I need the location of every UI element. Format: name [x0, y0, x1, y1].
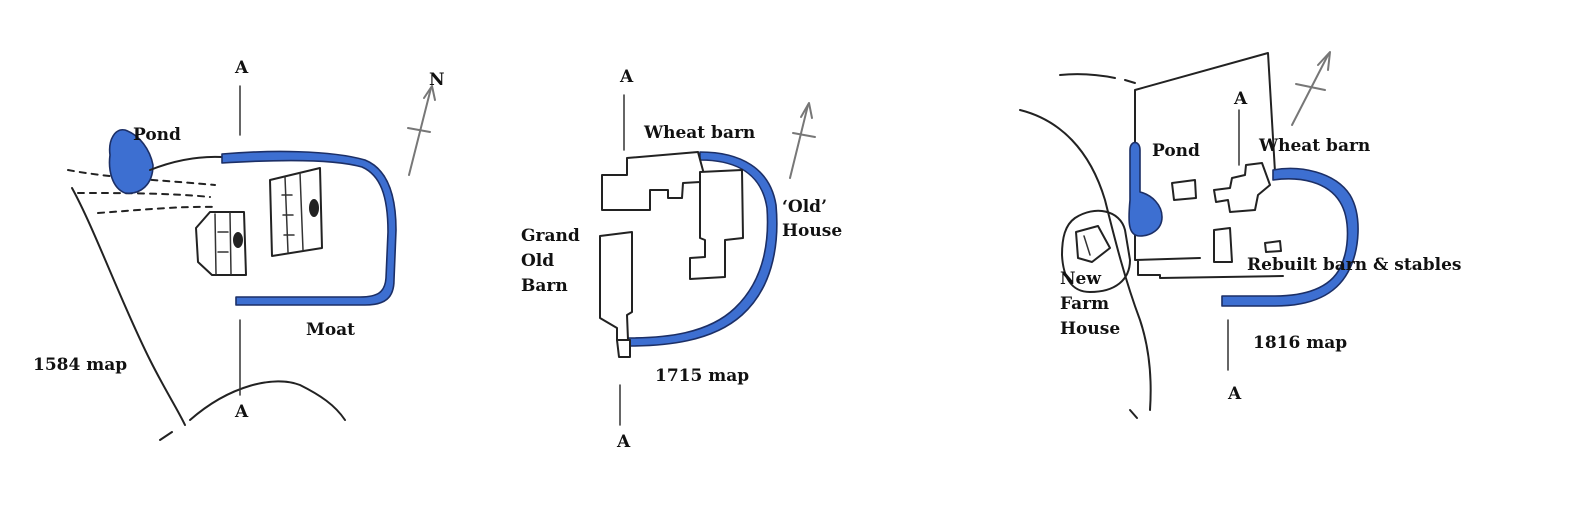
section-label-top: A [234, 58, 249, 78]
old-house-label-line2: House [782, 221, 842, 241]
field-boundary-top [1059, 73, 1136, 84]
rebuilt-barn-label: Rebuilt barn & stables [1247, 255, 1461, 275]
section-label-top: A [619, 67, 634, 87]
moat [1221, 167, 1359, 307]
old-house-building [689, 169, 744, 280]
wheat-barn-label: Wheat barn [1258, 136, 1370, 156]
new-farm-house-label-line2: Farm [1060, 294, 1109, 314]
section-label-bottom: A [1227, 384, 1242, 404]
track-line [97, 205, 216, 214]
grand-old-barn-building [599, 231, 633, 341]
building-east [269, 167, 323, 257]
wheat-barn-label: Wheat barn [643, 123, 755, 143]
map-1715: A A Wheat barn ‘Old’ House Grand Old Bar… [521, 67, 842, 452]
track-line [1129, 409, 1138, 419]
pond [108, 129, 154, 194]
field-boundary-bottom [159, 380, 346, 441]
map-1816: A A Pond Wheat barn Rebuilt barn & stabl… [1019, 51, 1461, 419]
pond-label: Pond [1152, 141, 1200, 161]
track-line [77, 192, 211, 198]
farm-house-detail [1083, 235, 1091, 256]
map-caption: 1816 map [1253, 333, 1347, 353]
rebuilt-barn-building [1213, 227, 1233, 263]
map-caption: 1584 map [33, 355, 127, 375]
wheat-barn-building [601, 151, 706, 211]
field-boundary [71, 187, 186, 426]
new-farm-house-label-line1: New [1060, 269, 1101, 289]
new-farm-house-label-line3: House [1060, 319, 1120, 339]
section-label-top: A [1233, 89, 1248, 109]
map-caption: 1715 map [655, 366, 749, 386]
wheat-barn-building [1213, 162, 1271, 213]
moat [221, 150, 397, 306]
north-arrow-icon [407, 85, 436, 176]
section-label-bottom: A [234, 402, 249, 422]
small-building [1171, 179, 1197, 201]
building-west [195, 211, 247, 276]
new-farm-house-building [1075, 225, 1111, 263]
old-house-label-line1: ‘Old’ [782, 197, 827, 217]
track-line [67, 169, 216, 186]
grand-old-barn-label-line3: Barn [521, 276, 568, 296]
north-label: N [429, 70, 445, 90]
farm-enclosure [1061, 209, 1131, 293]
stables-building [1264, 240, 1282, 253]
enclosure-line [149, 155, 223, 171]
field-boundary-west [1019, 109, 1152, 411]
section-label-bottom: A [616, 432, 631, 452]
moat-label: Moat [306, 320, 355, 340]
pond-label: Pond [133, 125, 181, 145]
barn-annex [616, 339, 631, 358]
grand-old-barn-label-line2: Old [521, 251, 554, 271]
north-arrow-icon [1291, 51, 1331, 126]
pond [1128, 141, 1163, 237]
map-1584: Pond A A N Moat 1584 map [33, 58, 445, 441]
north-arrow-icon [789, 102, 816, 179]
grand-old-barn-label-line1: Grand [521, 226, 580, 246]
